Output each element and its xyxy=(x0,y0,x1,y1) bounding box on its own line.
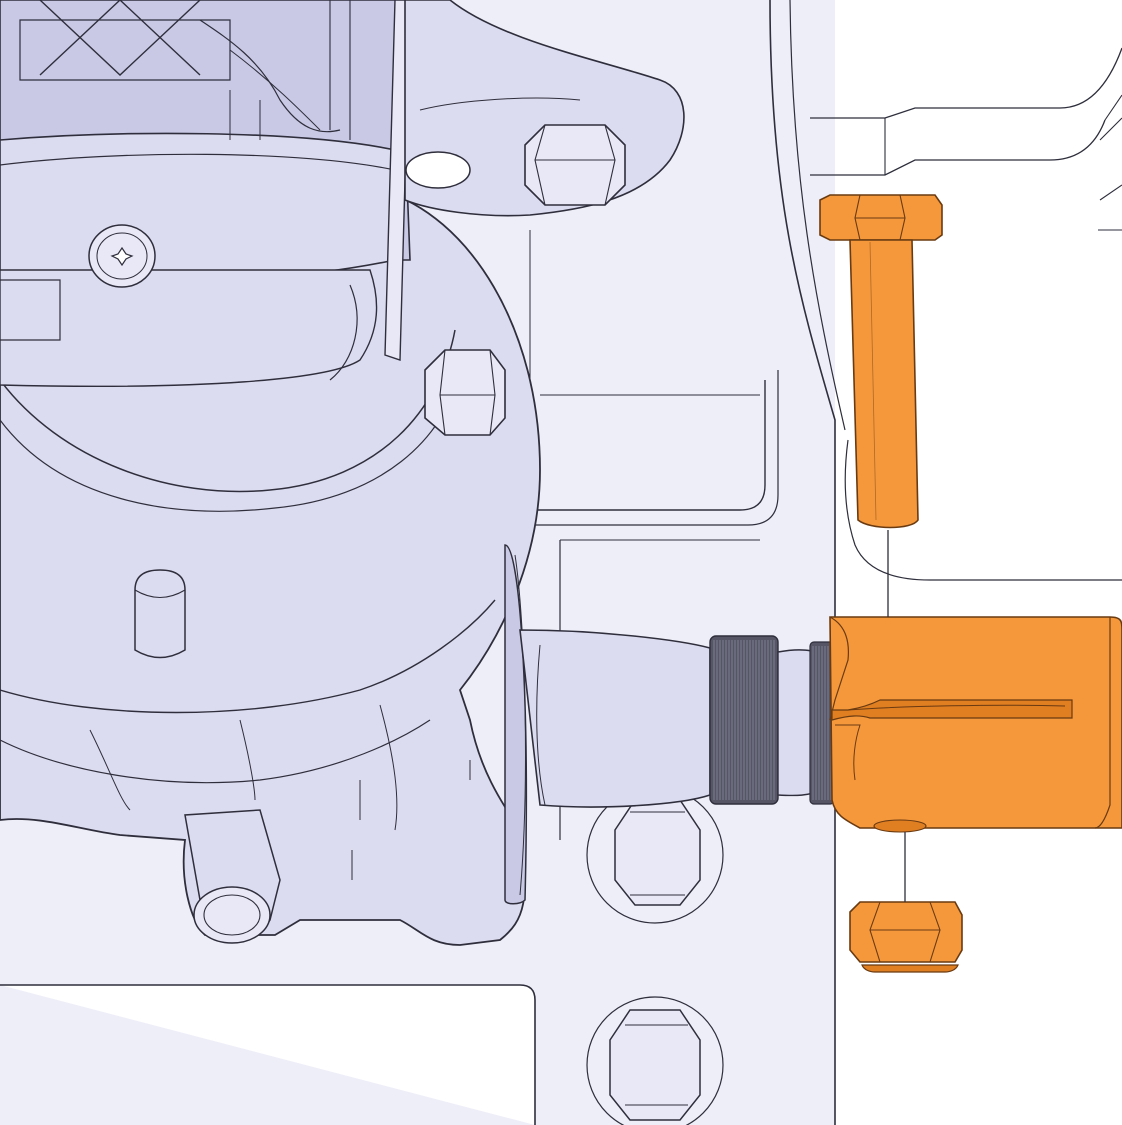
clamp-yoke xyxy=(829,616,1122,833)
lock-nut xyxy=(849,901,963,973)
output-shaft xyxy=(504,544,711,905)
hex-bolt-middle xyxy=(424,349,506,436)
frame-bolt-middle xyxy=(586,786,724,924)
hex-bolt-top xyxy=(524,124,626,206)
slot-hole xyxy=(405,151,471,189)
chassis-outline-upper-right xyxy=(810,47,1122,581)
boss-stud xyxy=(134,569,186,659)
splined-hub xyxy=(709,635,835,805)
assembly-guide-lines xyxy=(887,530,906,902)
torx-screw xyxy=(88,224,156,288)
frame-bolt-bottom xyxy=(586,996,724,1125)
hex-bolt xyxy=(819,194,943,529)
motor-cap-assembly xyxy=(0,0,411,387)
drain-pipe xyxy=(184,809,281,944)
